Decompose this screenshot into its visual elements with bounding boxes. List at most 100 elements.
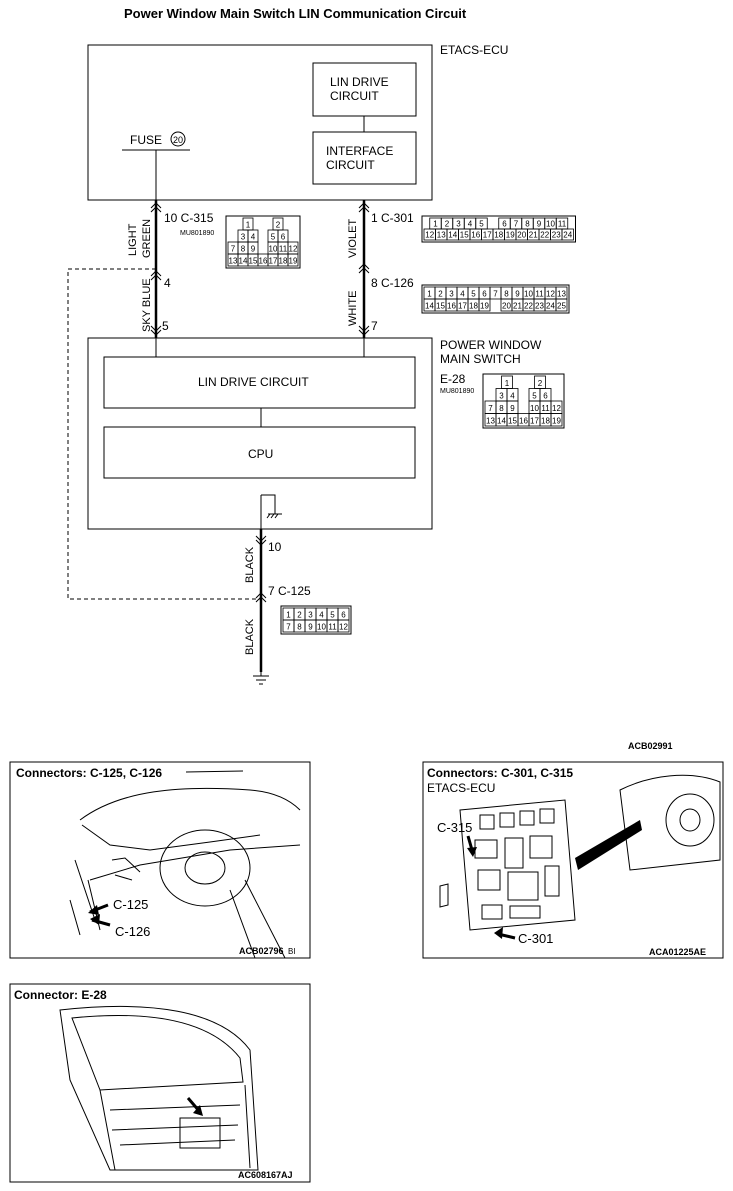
power-window-switch-box bbox=[87, 337, 433, 530]
connector-mark bbox=[358, 325, 370, 336]
connector-pin-number: 15 bbox=[249, 257, 258, 266]
connector-pin-number: 15 bbox=[460, 231, 469, 240]
connector-mark bbox=[150, 270, 162, 281]
shield-dashed-line bbox=[67, 268, 262, 600]
arrow-head bbox=[193, 1105, 203, 1116]
locator-wedge bbox=[575, 820, 642, 870]
panel2-code: ACA01225AE bbox=[649, 947, 706, 957]
connector-pin-number: 12 bbox=[339, 623, 348, 632]
connector-cavity bbox=[550, 413, 563, 427]
connector-pin-number: 4 bbox=[460, 290, 465, 299]
connector-pin-number: 2 bbox=[445, 220, 450, 229]
wire-label-black-lower: BLACK bbox=[244, 618, 256, 655]
connector-pin-number: 17 bbox=[530, 417, 539, 426]
connector-mark bbox=[150, 202, 162, 213]
panel1-code-suffix: BI bbox=[288, 947, 296, 956]
connector-pin-number: 9 bbox=[510, 404, 515, 413]
connector-pin-number: 19 bbox=[506, 231, 515, 240]
connector-pin-number: 8 bbox=[525, 220, 530, 229]
arrow-head bbox=[494, 927, 503, 939]
lin-drive-label-l1: LIN DRIVE bbox=[330, 75, 389, 89]
panel2-c315: C-315 bbox=[437, 820, 472, 835]
connector-pin-number: 1 bbox=[427, 290, 432, 299]
connector-pin-number: 2 bbox=[297, 611, 302, 620]
panel2-subtitle: ETACS-ECU bbox=[427, 781, 495, 795]
e28-part-number: MU801890 bbox=[440, 388, 474, 395]
wire-label-light: LIGHT bbox=[127, 223, 139, 256]
ground-icon bbox=[253, 672, 269, 685]
connector-pin-number: 18 bbox=[541, 417, 550, 426]
fuse-label: FUSE bbox=[130, 133, 162, 147]
lin-drive-label-l2: CIRCUIT bbox=[330, 89, 379, 103]
connector-mark bbox=[150, 325, 162, 336]
switch-lin-drive-label: LIN DRIVE CIRCUIT bbox=[198, 375, 309, 389]
connector-pin-number: 16 bbox=[259, 257, 268, 266]
connector-pin-number: 6 bbox=[543, 392, 548, 401]
c315-part-number: MU801890 bbox=[180, 230, 214, 237]
connector-pin-number: 14 bbox=[239, 257, 248, 266]
connector-outline bbox=[421, 284, 570, 314]
connector-mark bbox=[358, 202, 370, 213]
connector-pin-number: 19 bbox=[289, 257, 298, 266]
wire-label-sky-blue: SKY BLUE bbox=[141, 278, 153, 332]
connector-pin-number: 12 bbox=[552, 404, 561, 413]
connector-pin-number: 23 bbox=[552, 231, 561, 240]
connector-pin-number: 6 bbox=[341, 611, 346, 620]
connector-pin-number: 9 bbox=[515, 290, 520, 299]
arrow-head bbox=[88, 905, 99, 915]
connector-pin-number: 25 bbox=[557, 302, 566, 311]
connector-pin-number: 13 bbox=[486, 417, 495, 426]
connector-pin-number: 13 bbox=[229, 257, 238, 266]
connector-pin-number: 22 bbox=[524, 302, 533, 311]
connector-pin-number: 1 bbox=[246, 221, 251, 230]
connector-pin-number: 19 bbox=[480, 302, 489, 311]
connector-pin-number: 8 bbox=[241, 245, 246, 254]
connector-pin-number: 11 bbox=[328, 623, 337, 632]
connector-pin-number: 5 bbox=[479, 220, 484, 229]
panel3-code: AC608167AJ bbox=[238, 1170, 293, 1180]
connector-outline bbox=[225, 215, 301, 269]
interface-label-l2: CIRCUIT bbox=[326, 158, 375, 172]
connector-pin-number: 13 bbox=[437, 231, 446, 240]
connector-cavity bbox=[478, 298, 491, 312]
connector-pin-number: 4 bbox=[468, 220, 473, 229]
connector-pin-number: 18 bbox=[469, 302, 478, 311]
connector-pin-number: 17 bbox=[458, 302, 467, 311]
connector-pin-number: 13 bbox=[557, 290, 566, 299]
panel1-code: ACB02796 bbox=[239, 946, 284, 956]
connector-pin-number: 10 bbox=[546, 220, 555, 229]
wire-label-black-upper: BLACK bbox=[244, 546, 256, 583]
switch-label-l1: POWER WINDOW bbox=[440, 338, 542, 352]
connector-pin-number: 18 bbox=[279, 257, 288, 266]
connector-pin-number: 4 bbox=[251, 233, 256, 242]
connector-mark bbox=[358, 263, 370, 274]
connector-pin-number: 17 bbox=[269, 257, 278, 266]
connector-pin-number: 14 bbox=[497, 417, 506, 426]
connector-pin-number: 3 bbox=[308, 611, 313, 620]
connector-pin-number: 16 bbox=[471, 231, 480, 240]
switch-label-l2: MAIN SWITCH bbox=[440, 352, 521, 366]
interface-circuit-box bbox=[312, 131, 417, 185]
connector-pin-number: 4 bbox=[319, 611, 324, 620]
connector-pin-number: 7 bbox=[514, 220, 519, 229]
panel-c301-c315 bbox=[422, 761, 724, 959]
connector-pin-number: 20 bbox=[517, 231, 526, 240]
diagram-title: Power Window Main Switch LIN Communicati… bbox=[124, 6, 467, 21]
panel1-title: Connectors: C-125, C-126 bbox=[16, 766, 162, 780]
connector-cavity bbox=[287, 253, 299, 267]
connector-pin-number: 1 bbox=[433, 220, 438, 229]
connector-pin-number: 14 bbox=[448, 231, 457, 240]
connector-pin-number: 1 bbox=[286, 611, 291, 620]
connector-pin-number: 8 bbox=[504, 290, 509, 299]
pin-10: 10 bbox=[268, 540, 282, 554]
connector-pin-number: 2 bbox=[538, 379, 543, 388]
etacs-ecu-illustration bbox=[439, 774, 721, 931]
connector-pin-number: 2 bbox=[276, 221, 281, 230]
etacs-ecu-label: ETACS-ECU bbox=[440, 43, 508, 57]
dashboard-illustration bbox=[69, 787, 301, 959]
connector-pin-number: 3 bbox=[499, 392, 504, 401]
panel2-c301: C-301 bbox=[518, 931, 553, 946]
connector-pin-number: 11 bbox=[541, 404, 550, 413]
